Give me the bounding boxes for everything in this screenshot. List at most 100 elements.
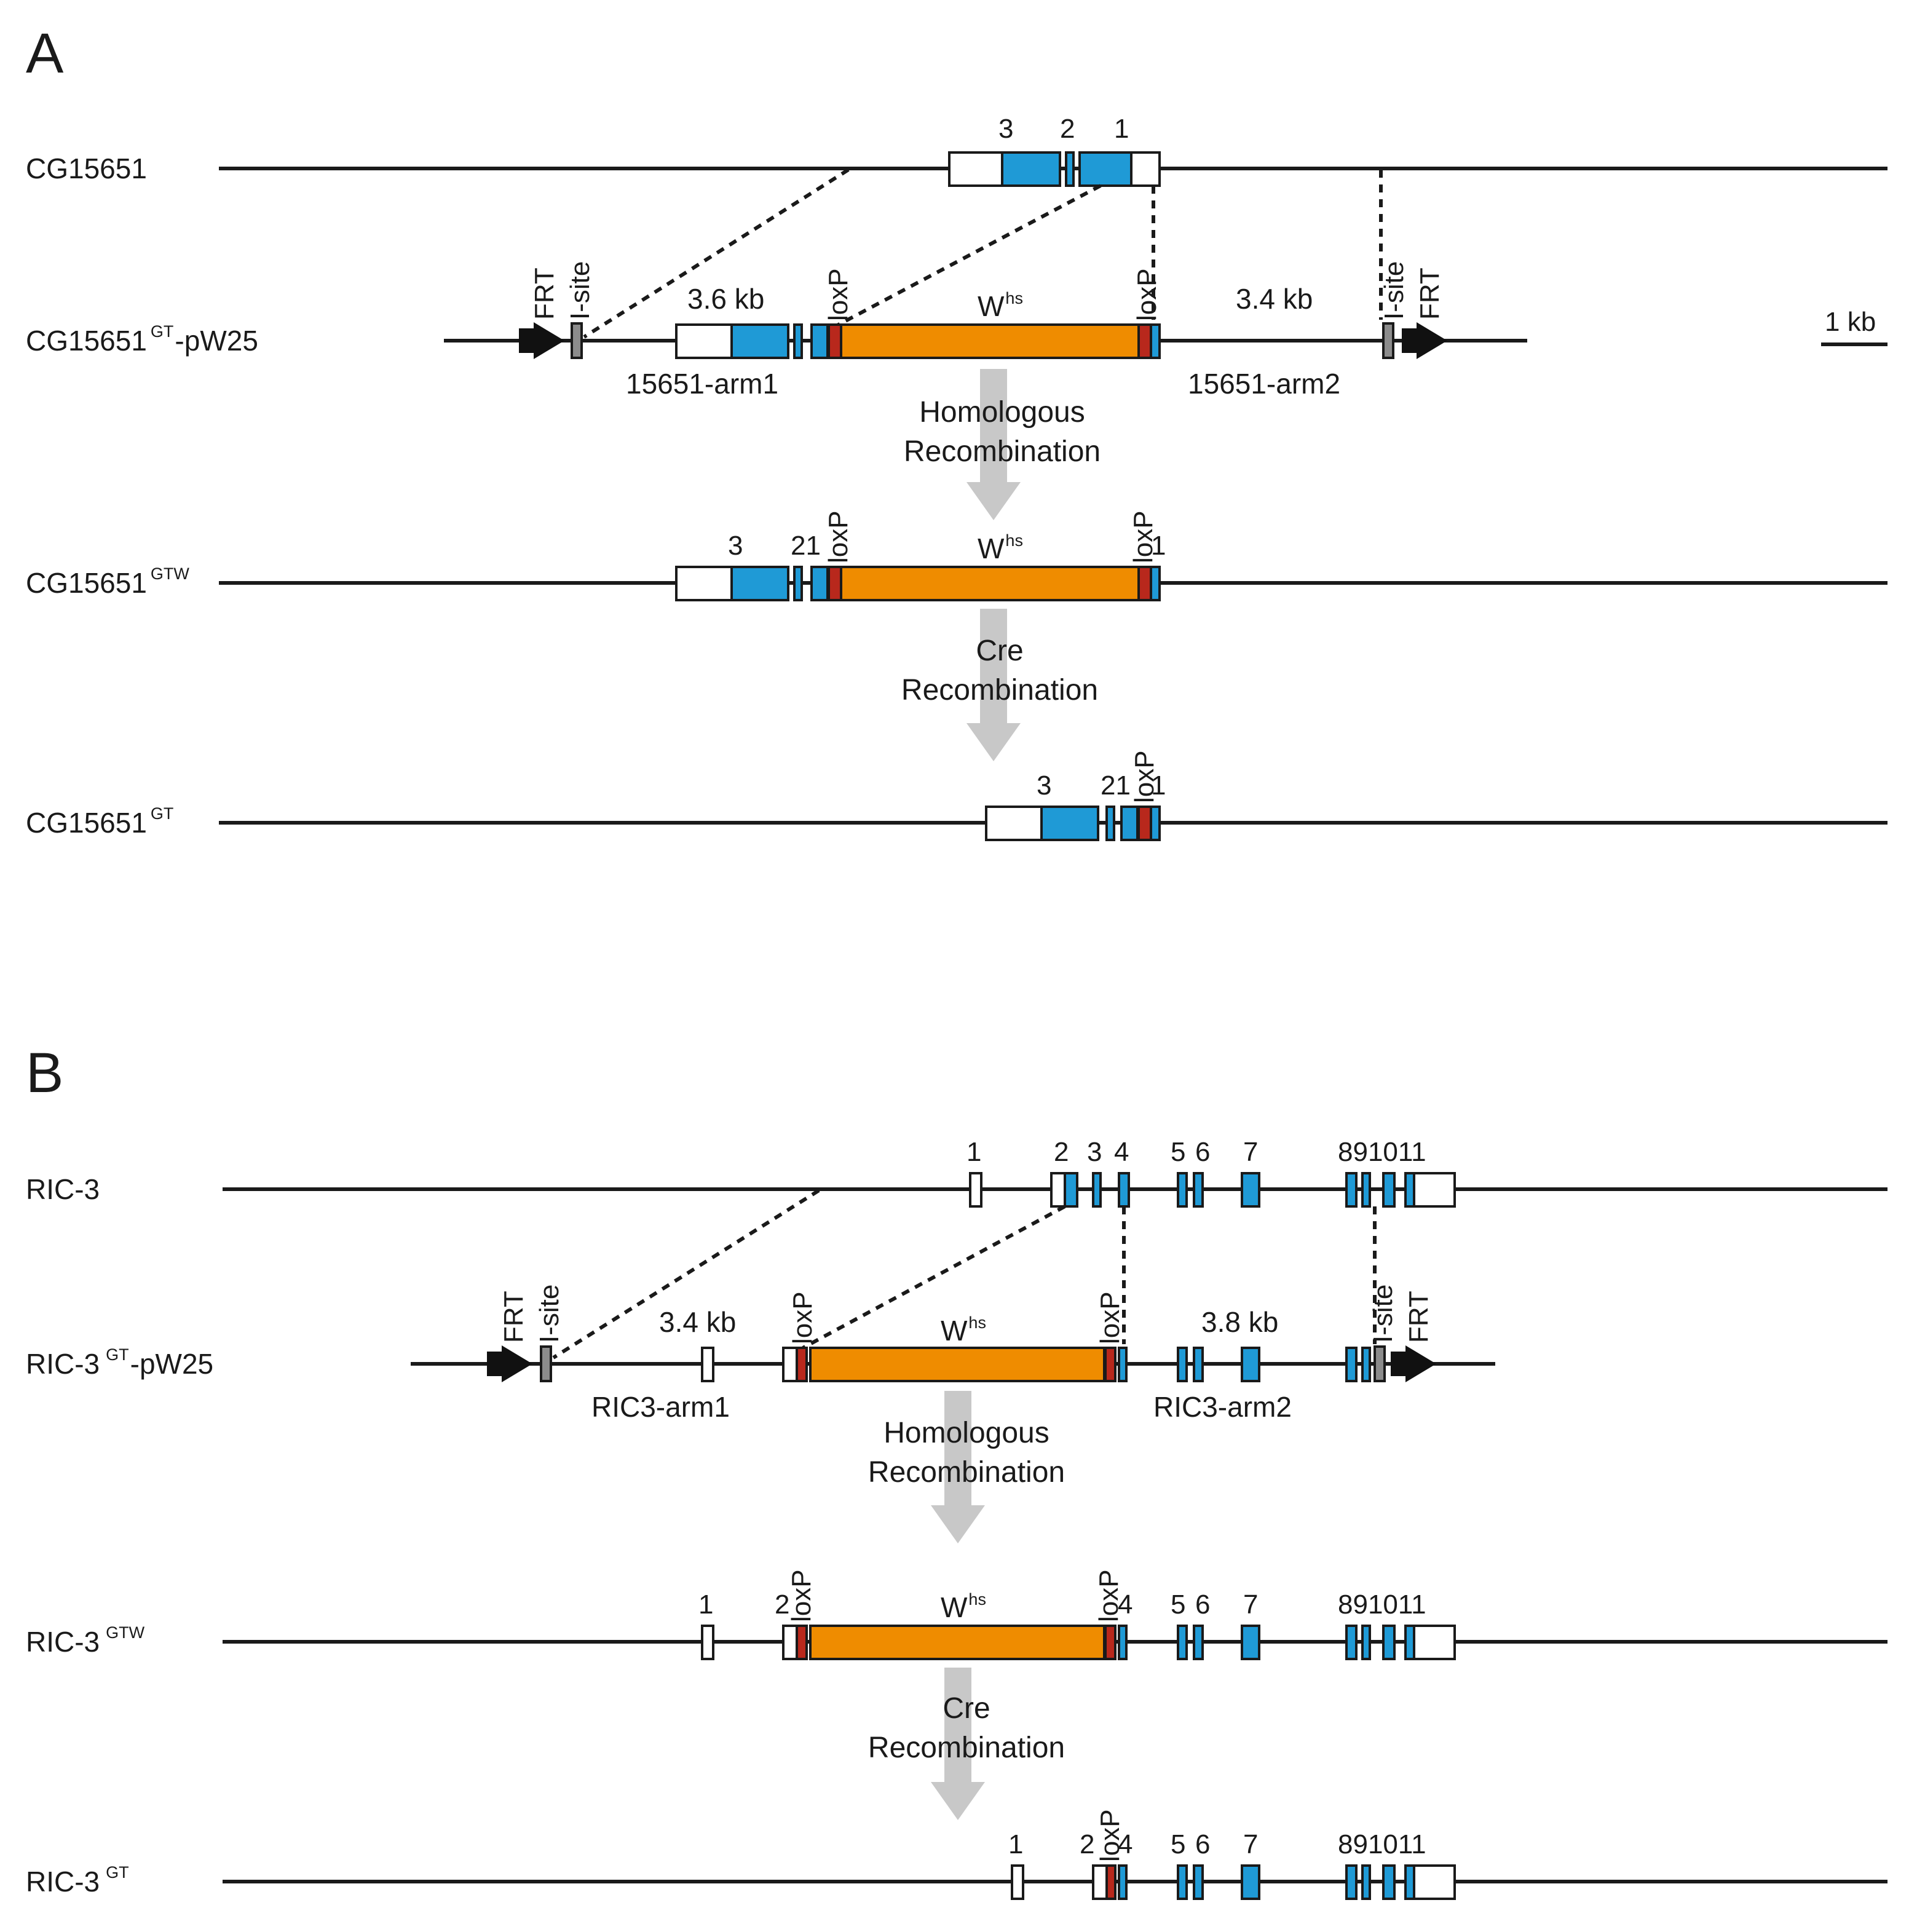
loxp-right-label: loxP — [1132, 268, 1162, 321]
utr-exon-1 — [1011, 1864, 1024, 1900]
utr-exon — [1130, 151, 1161, 187]
exon-number: 1 — [966, 1137, 981, 1167]
arm-name-left: RIC3-arm1 — [591, 1391, 730, 1423]
arm-size-right: 3.8 kb — [1201, 1306, 1278, 1338]
coding-exon-4 — [1118, 1625, 1128, 1660]
frt-left-arrow-icon — [519, 322, 564, 359]
coding-exon-3 — [730, 323, 789, 359]
i-site-left-label: I-site — [565, 261, 595, 320]
utr-exon-2 — [782, 1625, 798, 1660]
exon-number: 7 — [1243, 1590, 1258, 1620]
coding-exon-8 — [1345, 1625, 1358, 1660]
exon-number: 1 — [1008, 1829, 1023, 1859]
step-label-line2: Recombination — [868, 1732, 1065, 1764]
white-hs-label: Whs — [941, 1590, 986, 1623]
exon-number: 891011 — [1338, 1829, 1426, 1859]
frt-right-label: FRT — [1404, 1291, 1434, 1343]
coding-exon-2 — [793, 566, 803, 601]
utr-exon-1 — [701, 1347, 714, 1382]
coding-exon-7 — [1241, 1347, 1260, 1382]
i-site-left — [540, 1345, 552, 1382]
coding-exon-2 — [1064, 1172, 1078, 1208]
white-hs-label: Whs — [978, 289, 1023, 322]
arm-size-left: 3.4 kb — [659, 1306, 736, 1338]
arm-size-left: 3.6 kb — [687, 283, 764, 315]
coding-exon-4 — [1118, 1347, 1128, 1382]
exon-number: 891011 — [1338, 1137, 1426, 1167]
loxp-left — [796, 1625, 808, 1660]
step-cre-recombination-a: Cre Recombination — [901, 609, 1098, 761]
coding-exon-1-remainder — [1150, 323, 1161, 359]
loxp-left-label: loxP — [823, 510, 853, 563]
step-label-line2: Recombination — [904, 435, 1101, 468]
coding-exon-3 — [1040, 806, 1099, 841]
coding-exon-1-remainder — [1150, 566, 1161, 601]
loxp-left-label: loxP — [786, 1569, 816, 1622]
step-cre-recombination-b: Cre Recombination — [868, 1668, 1065, 1820]
utr-exon-11 — [1413, 1172, 1456, 1208]
exon-number: 5 — [1171, 1829, 1185, 1859]
row-label: RIC-3 — [26, 1173, 100, 1205]
exon-number: 5 — [1171, 1590, 1185, 1620]
row-ric3-wt: RIC-3 1 2 3 4 5 6 7 891011 — [26, 1137, 1887, 1208]
coding-exon-5 — [1177, 1347, 1188, 1382]
arm-name-right: 15651-arm2 — [1188, 368, 1340, 400]
exon-number: 3 — [998, 114, 1013, 144]
flow-arrow-icon — [966, 609, 1021, 761]
utr-exon — [948, 151, 1003, 187]
i-site-right — [1382, 322, 1394, 359]
coding-exon-8 — [1345, 1347, 1358, 1382]
utr-exon-11 — [1413, 1864, 1456, 1900]
frt-right-arrow-icon — [1391, 1345, 1436, 1382]
loxp-left-label: loxP — [788, 1291, 818, 1344]
utr-exon-1 — [701, 1625, 714, 1660]
i-site-right-label: I-site — [1368, 1285, 1398, 1343]
loxp-right — [1104, 1625, 1117, 1660]
coding-exon-5 — [1177, 1625, 1188, 1660]
exon-number: 4 — [1118, 1590, 1132, 1620]
coding-exon-1-partial — [810, 323, 829, 359]
coding-exon-10 — [1382, 1172, 1396, 1208]
utr-exon-2 — [782, 1347, 798, 1382]
coding-exon-6 — [1193, 1172, 1204, 1208]
loxp-right-label: loxP — [1094, 1569, 1124, 1622]
loxp-left — [796, 1347, 808, 1382]
row-label: CG15651 — [26, 152, 147, 184]
white-hs-marker — [809, 1625, 1105, 1660]
exon-number: 5 — [1171, 1137, 1185, 1167]
coding-exon-1 — [1078, 151, 1132, 187]
arm-name-left: 15651-arm1 — [626, 368, 778, 400]
step-homologous-recombination-a: Homologous Recombination — [904, 369, 1101, 520]
coding-exon-8 — [1345, 1172, 1358, 1208]
exon-number: 21 — [1101, 770, 1131, 801]
coding-exon-1-partial — [810, 566, 829, 601]
step-label-line1: Homologous — [919, 396, 1085, 429]
coding-exon-1-remainder — [1150, 806, 1161, 841]
panel-label-a: A — [26, 22, 64, 85]
coding-exon-8 — [1345, 1864, 1358, 1900]
coding-exon-6 — [1193, 1347, 1204, 1382]
coding-exon-4 — [1118, 1172, 1130, 1208]
flow-arrow-icon — [966, 369, 1021, 520]
i-site-right — [1374, 1345, 1386, 1382]
i-site-left — [571, 322, 583, 359]
white-hs-marker — [840, 323, 1140, 359]
loxp-right — [1137, 566, 1152, 601]
exon-number: 891011 — [1338, 1590, 1426, 1620]
i-site-right-label: I-site — [1379, 261, 1409, 320]
exon-number: 1 — [698, 1590, 713, 1620]
coding-exon-5 — [1177, 1864, 1188, 1900]
loxp-label: loxP — [1129, 750, 1160, 803]
utr-exon-11 — [1413, 1625, 1456, 1660]
exon-number: 3 — [1037, 770, 1051, 801]
